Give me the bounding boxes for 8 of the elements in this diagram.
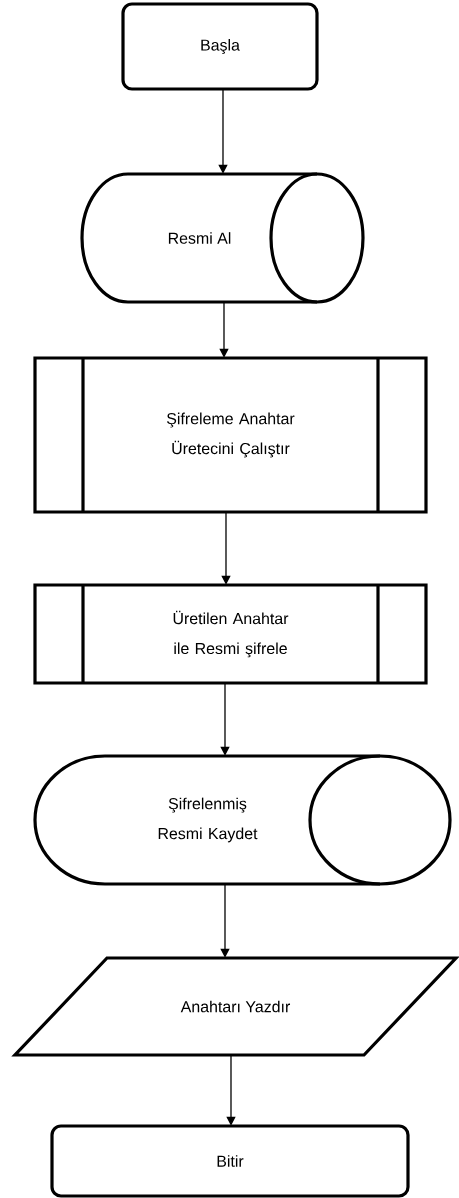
terminal-box: Başla	[121, 2, 319, 91]
storage-cylinder: Resmi Al	[80, 172, 365, 304]
storage-cylinder: Şifrelenmiş Resmi Kaydet	[33, 754, 452, 886]
process-box: Şifreleme Anahtar Üretecini Çalıştır	[33, 356, 428, 514]
node-label: Şifrelenmiş Resmi Kaydet	[158, 797, 258, 843]
process-box: Üretilen Anahtar ile Resmi şifrele	[33, 583, 428, 685]
node-label: Resmi Al	[168, 232, 231, 244]
terminal-box: Bitir	[50, 1124, 410, 1198]
